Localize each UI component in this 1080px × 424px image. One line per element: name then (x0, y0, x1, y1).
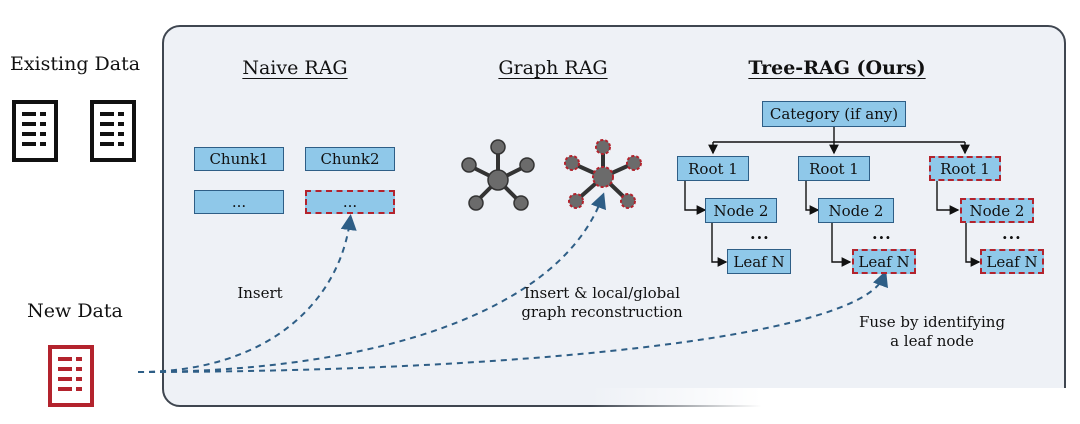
insert-arrow-tree (137, 270, 888, 373)
insert-arrow-graph (137, 192, 606, 373)
new-data-label: New Data (27, 300, 123, 322)
chunk-1: Chunk1 (194, 147, 284, 171)
tree-rag-title: Tree-RAG (Ours) (748, 57, 926, 79)
new-leaf-node: Leaf N (980, 249, 1044, 274)
root-node: Root 1 (677, 156, 749, 181)
new-leaf-node: Leaf N (852, 249, 916, 274)
new-inner-node: Node 2 (960, 198, 1034, 223)
existing-data-label: Existing Data (9, 53, 141, 75)
inner-node: Node 2 (705, 198, 777, 223)
vertical-ellipsis: ... (1002, 224, 1022, 243)
graph-caption-line2: graph reconstruction (521, 303, 683, 321)
root-node: Root 1 (798, 156, 870, 181)
new-root-node: Root 1 (929, 156, 1001, 181)
insert-caption: Insert (237, 284, 283, 302)
new-document-icon (48, 345, 94, 407)
tree-caption-line2: a leaf node (890, 332, 974, 350)
category-node: Category (if any) (762, 101, 906, 127)
document-icon (90, 100, 136, 162)
insert-arrow-naive (137, 214, 357, 373)
naive-rag-title: Naive RAG (242, 57, 348, 79)
graph-caption-line1: Insert & local/global (523, 284, 681, 302)
vertical-ellipsis: ... (750, 224, 770, 243)
bottom-fade (590, 388, 1080, 424)
graph-rag-title: Graph RAG (498, 57, 608, 79)
tree-caption-line1: Fuse by identifying (858, 313, 1006, 331)
leaf-node: Leaf N (727, 249, 791, 274)
new-chunk: ... (305, 190, 395, 214)
chunk-ellipsis: ... (194, 190, 284, 214)
document-icon (12, 100, 58, 162)
inner-node: Node 2 (818, 198, 894, 223)
main-panel (162, 25, 1066, 407)
vertical-ellipsis: ... (872, 224, 892, 243)
chunk-2: Chunk2 (305, 147, 395, 171)
